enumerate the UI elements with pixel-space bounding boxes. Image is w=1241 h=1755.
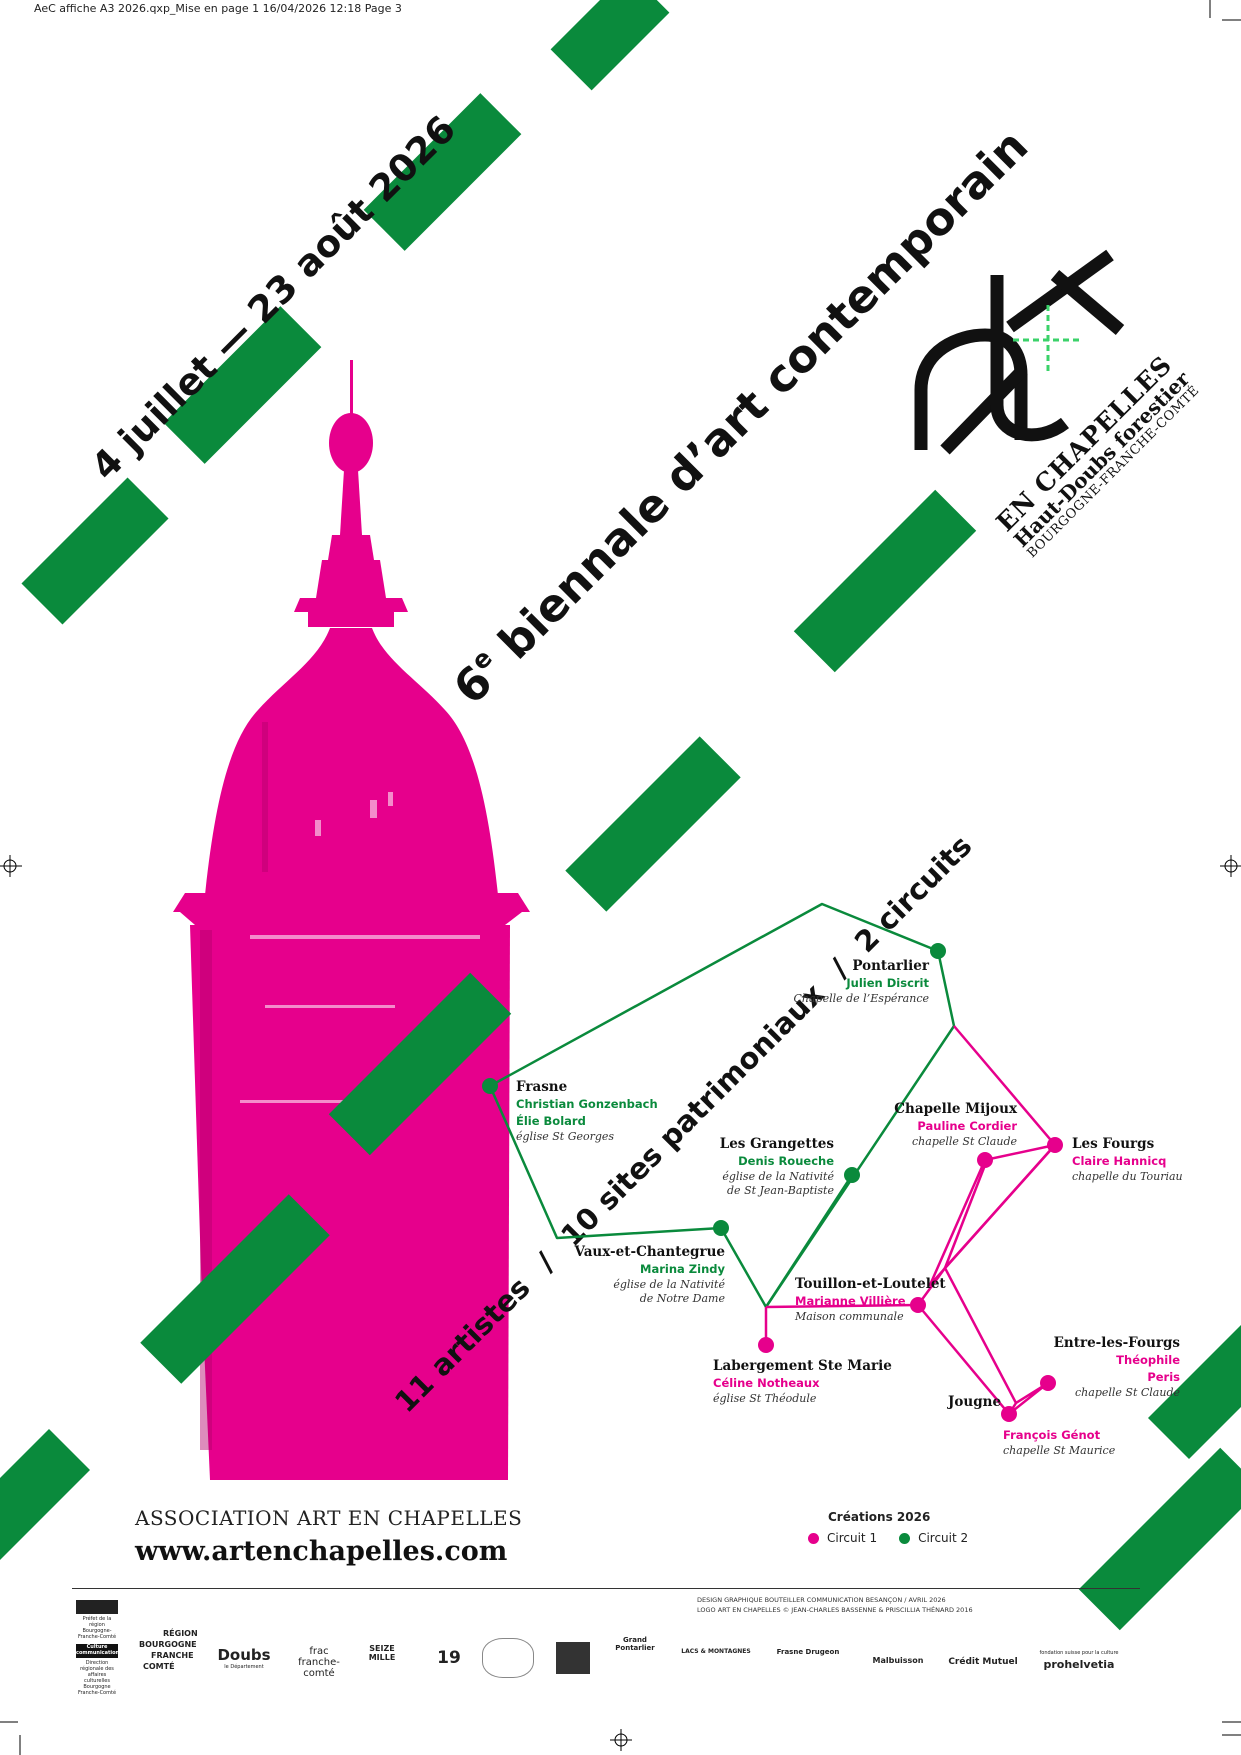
malbuisson-logo: Malbuisson [872,1656,924,1665]
map-dot-vaux-et-chantegrue [713,1220,729,1236]
location-les-fourgs: Les Fourgs Claire Hannicq chapelle du To… [1072,1136,1183,1183]
crop-mark-icon [610,1729,632,1751]
map-dot-entre-les-fourgs [1040,1375,1056,1391]
association-name: ASSOCIATION ART EN CHAPELLES [135,1506,523,1530]
legend-circuit-2: Circuit 2 [918,1531,969,1545]
circuit-2-route [488,902,956,1309]
legend-circuit-1: Circuit 1 [827,1531,878,1545]
circuit-1-route [917,1304,1010,1415]
circuit-1-route [943,1159,989,1269]
location-entre-les-fourgs: Entre-les-Fourgs Théophile Peris chapell… [1053,1335,1180,1399]
crop-mark-icon [0,855,22,877]
region-logo: RÉGION BOURGOGNE FRANCHE COMTÉ [139,1629,198,1671]
location-frasne: Frasne Christian Gonzenbach Élie Bolard … [516,1079,658,1143]
website-link[interactable]: www.artenchapelles.com [135,1536,508,1567]
green-dot-icon [899,1532,911,1544]
lacs-montagnes-logo: LACS & MONTAGNES [681,1648,751,1655]
frac-logo: frac franche-comté [298,1646,340,1679]
location-chapelle-mijoux: Chapelle Mijoux Pauline Cordier chapelle… [894,1101,1017,1148]
credit-mutuel-logo: Crédit Mutuel [948,1657,1018,1667]
map-dot-les-fourgs [1047,1137,1063,1153]
grand-pontarlier-logo: Grand Pontarlier [615,1636,655,1652]
circuit-1-route [943,1144,1056,1416]
seize-mille-logo: SEIZE MILLE [368,1644,396,1662]
prefet-logo: Préfet de la région Bourgogne-Franche-Co… [76,1600,119,1696]
location-jougne-name: Jougne [948,1394,1002,1410]
print-header: AeC affiche A3 2026.qxp_Mise en page 1 1… [34,2,402,15]
map-legend: Créations 2026 Circuit 1 Circuit 2 [808,1510,968,1545]
art-en-chapelles-logo-icon [914,249,1125,455]
location-labergement: Labergement Ste Marie Céline Notheaux ég… [713,1358,892,1405]
design-credits: DESIGN GRAPHIQUE BOUTEILLER COMMUNICATIO… [697,1596,973,1614]
sponsor-logos: Préfet de la région Bourgogne-Franche-Co… [74,1600,1144,1696]
map-dot-labergement [758,1337,774,1353]
legend-title: Créations 2026 [828,1510,931,1524]
location-touillon-et-loutelet: Touillon-et-Loutelet Marianne Villière M… [795,1276,946,1323]
footer-divider [72,1588,1140,1589]
location-pontarlier: Pontarlier Julien Discrit Chapelle de l’… [793,958,929,1005]
location-vaux-et-chantegrue: Vaux-et-Chantegrue Marina Zindy église d… [574,1244,725,1305]
doubs-logo: Doubs le Département [217,1646,271,1670]
location-jougne: François Génot chapelle St Maurice [1003,1428,1116,1457]
circuit-1-route [928,1025,1057,1287]
map-dot-pontarlier [930,943,946,959]
map-dot-les-grangettes [844,1167,860,1183]
circuit-2-branch [764,1174,854,1308]
map-dot-chapelle-mijoux [977,1152,993,1168]
map-dot-jougne [1001,1406,1017,1422]
besancon-logo-icon [482,1638,534,1678]
pro-helvetia-logo: fondation suisse pour la culture prohelv… [1039,1650,1119,1671]
n19-logo: 19 [437,1648,461,1668]
pink-dot-icon [808,1532,819,1544]
pontarlier-logo-icon [556,1642,590,1674]
crop-mark-icon [1220,855,1241,877]
location-les-grangettes: Les Grangettes Denis Roueche église de l… [719,1136,834,1197]
map-dot-touillon [910,1297,926,1313]
map-dot-frasne [482,1078,498,1094]
frasne-drugeon-logo: Frasne Drugeon [776,1648,840,1656]
